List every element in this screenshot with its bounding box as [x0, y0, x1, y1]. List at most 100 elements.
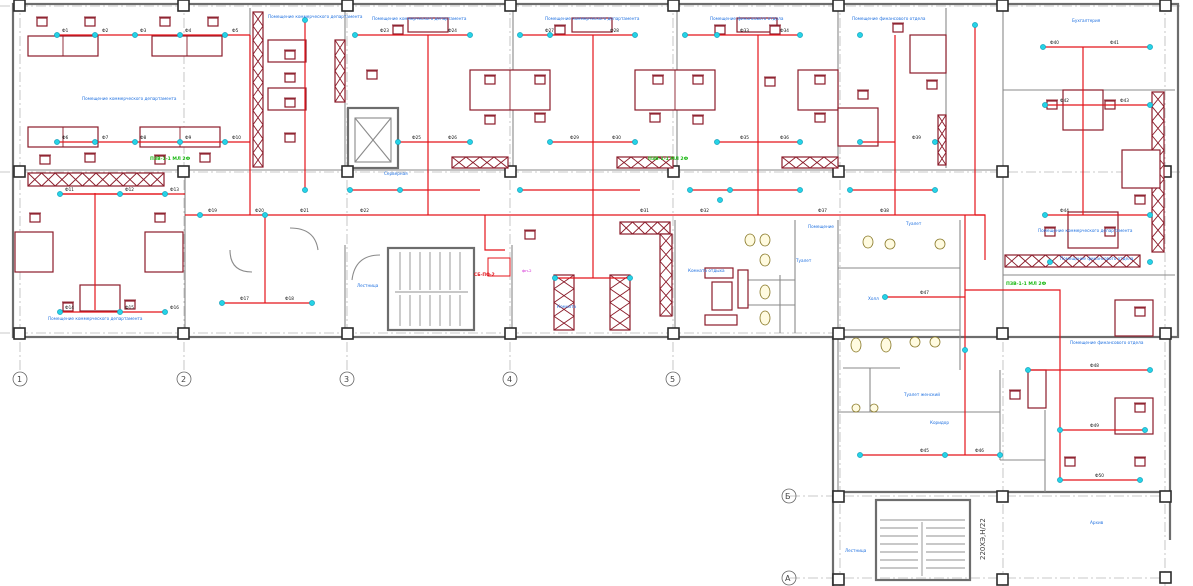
- cable-mark: Ф45: [920, 448, 929, 453]
- cabinet-hatch: [252, 39, 264, 55]
- cabinet-hatch: [334, 39, 346, 56]
- cable-mark: Ф22: [360, 208, 369, 213]
- network-socket: [1147, 259, 1153, 265]
- chair: [1104, 227, 1116, 237]
- cabinet-hatch: [632, 221, 646, 235]
- staircase-south: [874, 498, 972, 582]
- chair: [154, 213, 166, 223]
- cable-mark: Ф25: [412, 135, 421, 140]
- desk: [837, 107, 879, 147]
- chair: [207, 17, 219, 27]
- cabinet-hatch: [479, 156, 495, 169]
- chair: [199, 153, 211, 163]
- cabinet-hatch: [937, 152, 947, 166]
- room-label: Помещение коммерческого департамента: [82, 96, 177, 101]
- cabinet-hatch: [1151, 237, 1165, 253]
- network-socket: [397, 187, 403, 193]
- cable-mark: Ф34: [780, 28, 789, 33]
- network-socket: [1147, 367, 1153, 373]
- cable-mark: Ф30: [612, 135, 621, 140]
- cable-mark: Ф36: [780, 135, 789, 140]
- network-socket: [1057, 477, 1063, 483]
- network-socket: [309, 300, 315, 306]
- cable-mark: Ф35: [740, 135, 749, 140]
- rack-label: СБ-ПО-2: [474, 272, 495, 278]
- chair: [1134, 307, 1146, 317]
- chair: [1134, 457, 1146, 467]
- cable-mark: Ф39: [912, 135, 921, 140]
- cable-mark: Ф50: [1095, 473, 1104, 478]
- room-labels: Помещение коммерческого департамента Пом…: [48, 14, 1144, 553]
- network-socket: [714, 32, 720, 38]
- desk: [144, 231, 184, 273]
- cabinet-hatch: [659, 233, 673, 248]
- room-label: Архив: [1090, 520, 1104, 525]
- cable-mark: Ф4: [185, 28, 192, 33]
- cabinet-hatch: [334, 86, 346, 103]
- cabinet-hatch: [609, 288, 631, 303]
- cabinet-hatch: [252, 96, 264, 111]
- network-socket: [797, 139, 803, 145]
- cable-mark: Ф49: [1090, 423, 1099, 428]
- network-socket: [222, 139, 228, 145]
- network-socket: [177, 139, 183, 145]
- network-socket: [547, 139, 553, 145]
- cable-mark: Ф10: [232, 135, 241, 140]
- cable-mark: Ф29: [570, 135, 579, 140]
- chair: [1064, 457, 1076, 467]
- chair: [484, 115, 496, 125]
- network-socket: [687, 187, 693, 193]
- cabinet-hatch: [553, 302, 575, 317]
- chair: [39, 155, 51, 165]
- desk: [1121, 149, 1161, 189]
- network-socket: [727, 187, 733, 193]
- cabinet-hatch: [1151, 91, 1165, 107]
- cabinet-hatch: [1151, 135, 1165, 151]
- cabinet-hatch: [122, 172, 138, 187]
- cabinet-hatch: [252, 11, 264, 27]
- cabinet-hatch: [465, 156, 481, 169]
- cable-mark: Ф44: [1060, 208, 1069, 213]
- network-socket: [714, 139, 720, 145]
- chair: [764, 77, 776, 87]
- cabinet-hatch: [493, 156, 509, 169]
- network-socket: [547, 32, 553, 38]
- axis-label: А: [785, 574, 791, 583]
- cable-mark: Ф24: [448, 28, 457, 33]
- axis-label: 1: [17, 375, 22, 384]
- equipment-labels: ПЗВ-1-1 МЛ 2Ф ПЗВ-1-1 МЛ 2Ф ПЗВ-1-1 МЛ 2…: [150, 156, 1047, 287]
- cabinet-hatch: [451, 156, 467, 169]
- cabinet-hatch: [150, 172, 165, 187]
- chairs: [29, 16, 1146, 467]
- chair: [926, 80, 938, 90]
- cabinet-hatch: [252, 68, 264, 83]
- network-socket: [395, 139, 401, 145]
- cable-mark: Ф7: [102, 135, 109, 140]
- chair: [1134, 195, 1146, 205]
- network-socket: [797, 187, 803, 193]
- cabinet-hatch: [616, 156, 632, 169]
- network-socket: [517, 32, 523, 38]
- sanitary-fixtures: [740, 233, 946, 413]
- cabinet-hatch: [109, 172, 124, 187]
- equipment-label: ПЗВ-1-1 МЛ 2Ф: [150, 156, 191, 162]
- network-socket: [962, 347, 968, 353]
- cabinet-hatch: [82, 172, 97, 187]
- chair: [1009, 390, 1021, 400]
- room-label: Помещение коммерческого департамента: [268, 14, 363, 19]
- room-label: Помещение финансового отдела: [1060, 256, 1134, 261]
- desk: [909, 34, 947, 74]
- cable-mark: Ф28: [610, 28, 619, 33]
- network-socket: [1142, 427, 1148, 433]
- cable-mark: Ф13: [170, 187, 179, 192]
- cabinet-hatch: [657, 221, 671, 235]
- network-socket: [197, 212, 203, 218]
- cabinet: [451, 156, 509, 169]
- cable-mark: Ф40: [1050, 40, 1059, 45]
- cabinet-hatch: [136, 172, 151, 187]
- cabinet-hatch: [609, 274, 631, 290]
- cable-mark: Ф12: [125, 187, 134, 192]
- cabinet-hatch: [1151, 193, 1165, 209]
- network-socket: [632, 139, 638, 145]
